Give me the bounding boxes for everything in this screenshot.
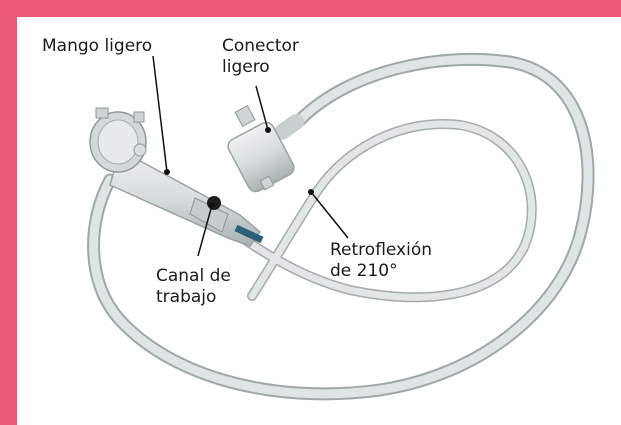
leader-line-connector bbox=[255, 85, 269, 131]
umbilical-cable bbox=[87, 52, 595, 401]
leader-lines bbox=[152, 55, 349, 257]
dot-channel bbox=[209, 202, 215, 208]
dot-handle bbox=[164, 169, 170, 175]
leader-line-handle bbox=[152, 55, 168, 173]
label-connector-line1: Conector bbox=[222, 36, 299, 56]
label-handle-line1: Mango ligero bbox=[42, 36, 153, 56]
insertion-tube bbox=[240, 119, 537, 303]
label-retroflexion-line2: de 210° bbox=[330, 261, 398, 281]
label-retroflexion-line1: Retroflexión bbox=[330, 240, 433, 260]
label-channel-line2: trabajo bbox=[156, 287, 217, 307]
leader-line-channel bbox=[197, 204, 213, 257]
label-handle: Mango ligero bbox=[42, 36, 152, 57]
control-knobs bbox=[89, 107, 147, 173]
label-retroflexion: Retroflexión de 210° bbox=[330, 240, 432, 282]
leader-line-retroflexion bbox=[310, 191, 349, 239]
label-connector: Conector ligero bbox=[222, 36, 299, 78]
dot-connector bbox=[265, 127, 271, 133]
light-connector bbox=[227, 104, 304, 193]
diagram-panel bbox=[17, 17, 621, 425]
dot-retroflexion bbox=[308, 189, 314, 195]
label-connector-line2: ligero bbox=[222, 57, 270, 77]
label-channel: Canal de trabajo bbox=[156, 266, 231, 308]
control-handle bbox=[89, 107, 264, 247]
label-channel-line1: Canal de bbox=[156, 266, 231, 286]
